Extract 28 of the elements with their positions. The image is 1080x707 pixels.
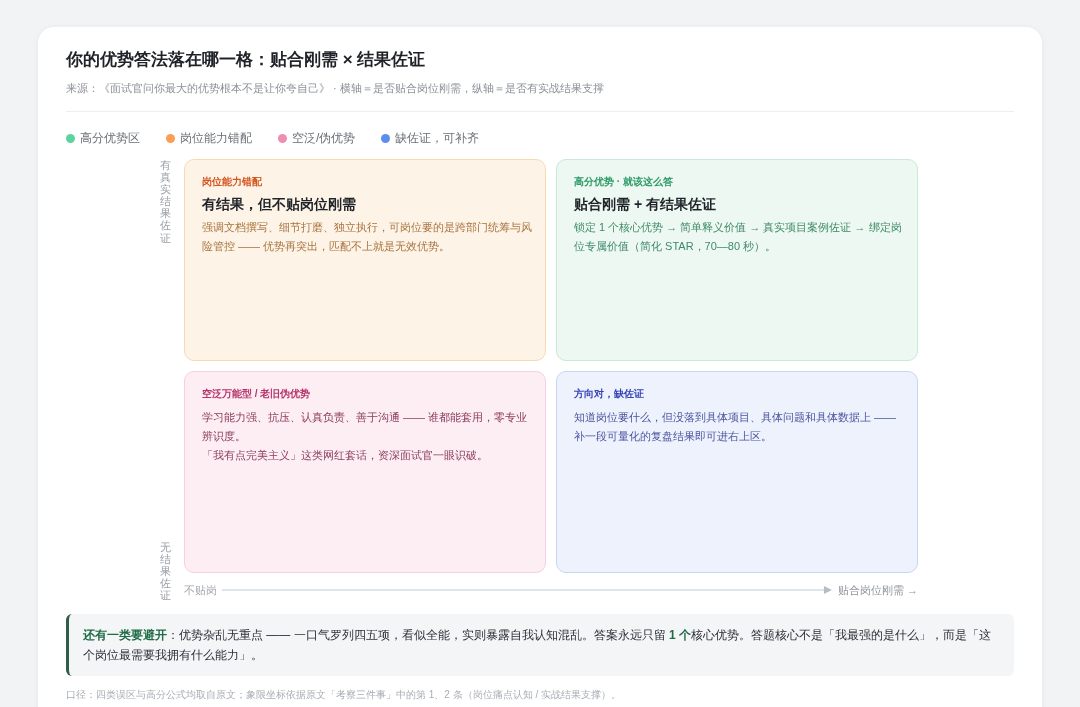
quadrant-description: 「我有点完美主义」这类网红套话，资深面试官一眼识破。 — [202, 448, 489, 463]
axis-label: 无结果佐证 — [160, 540, 171, 601]
category-tag: 方向对，缺佐证 — [574, 387, 905, 401]
axis-label: 有真实结果佐证 — [160, 159, 171, 244]
quadrant-card — [556, 371, 918, 573]
subtitle: 来源：《面试官问你最大的优势根本不是让你夸自己》 · 横轴＝是否贴合岗位刚需，纵轴＝是否有实战结果支撑 — [66, 81, 605, 96]
callout-text: 还有一类要避开：优势杂乱无重点 —— 一口气罗列四五项，看似全能，实则暴露自我认知混乱。答案永远只留 1 个核心优势。答题核心不是「我最强的是什么」，而是「这个岗位最需要我拥有什么能力」。 — [83, 627, 993, 664]
axis-label: 不贴岗 — [184, 583, 217, 598]
axis-label: 贴合岗位刚需 → — [837, 583, 918, 598]
quadrant-description: 学习能力强、抗压、认真负责、善于沟通 —— 谁都能套用，零专业辨识度。 — [202, 410, 529, 444]
quadrant-card — [184, 371, 546, 573]
category-tag: 岗位能力错配 — [202, 175, 533, 189]
quadrant-heading: 有结果，但不贴岗位刚需 — [202, 195, 357, 214]
quadrant-description: 知道岗位要什么，但没落到具体项目、具体问题和具体数据上 —— 补一段可量化的复盘结果即可进右上区。 — [574, 410, 898, 444]
title: 你的优势答法落在哪一格：贴合刚需 × 结果佐证 — [66, 49, 427, 71]
legend-label: 高分优势区 — [80, 130, 140, 146]
category-tag: 高分优势 · 就该这么答 — [574, 175, 905, 189]
quadrant-card — [184, 159, 546, 361]
quadrant-heading: 贴合刚需 + 有结果佐证 — [574, 195, 717, 214]
quadrant-description: 锁定 1 个核心优势 → 简单释义价值 → 真实项目案例佐证 → 绑定岗位专属价值（简化 STAR，70—80 秒）。 — [574, 220, 903, 254]
footnote: 口径：四类误区与高分公式均取自原文；象限坐标依据原文「考察三件事」中的第 1、2 条（岗位痛点认知 / 实战结果支撑）。 — [66, 688, 622, 702]
quadrant-card — [556, 159, 918, 361]
quadrant-description: 强调文档撰写、细节打磨、独立执行，可岗位要的是跨部门统筹与风险管控 —— 优势再突出，匹配不上就是无效优势。 — [202, 220, 533, 254]
category-tag: 空泛万能型 / 老旧伪优势 — [202, 387, 533, 401]
callout-box — [66, 614, 1014, 676]
legend-label: 空泛/伪优势 — [292, 130, 356, 146]
legend-label: 缺佐证，可补齐 — [395, 130, 480, 146]
legend-label: 岗位能力错配 — [180, 130, 252, 146]
